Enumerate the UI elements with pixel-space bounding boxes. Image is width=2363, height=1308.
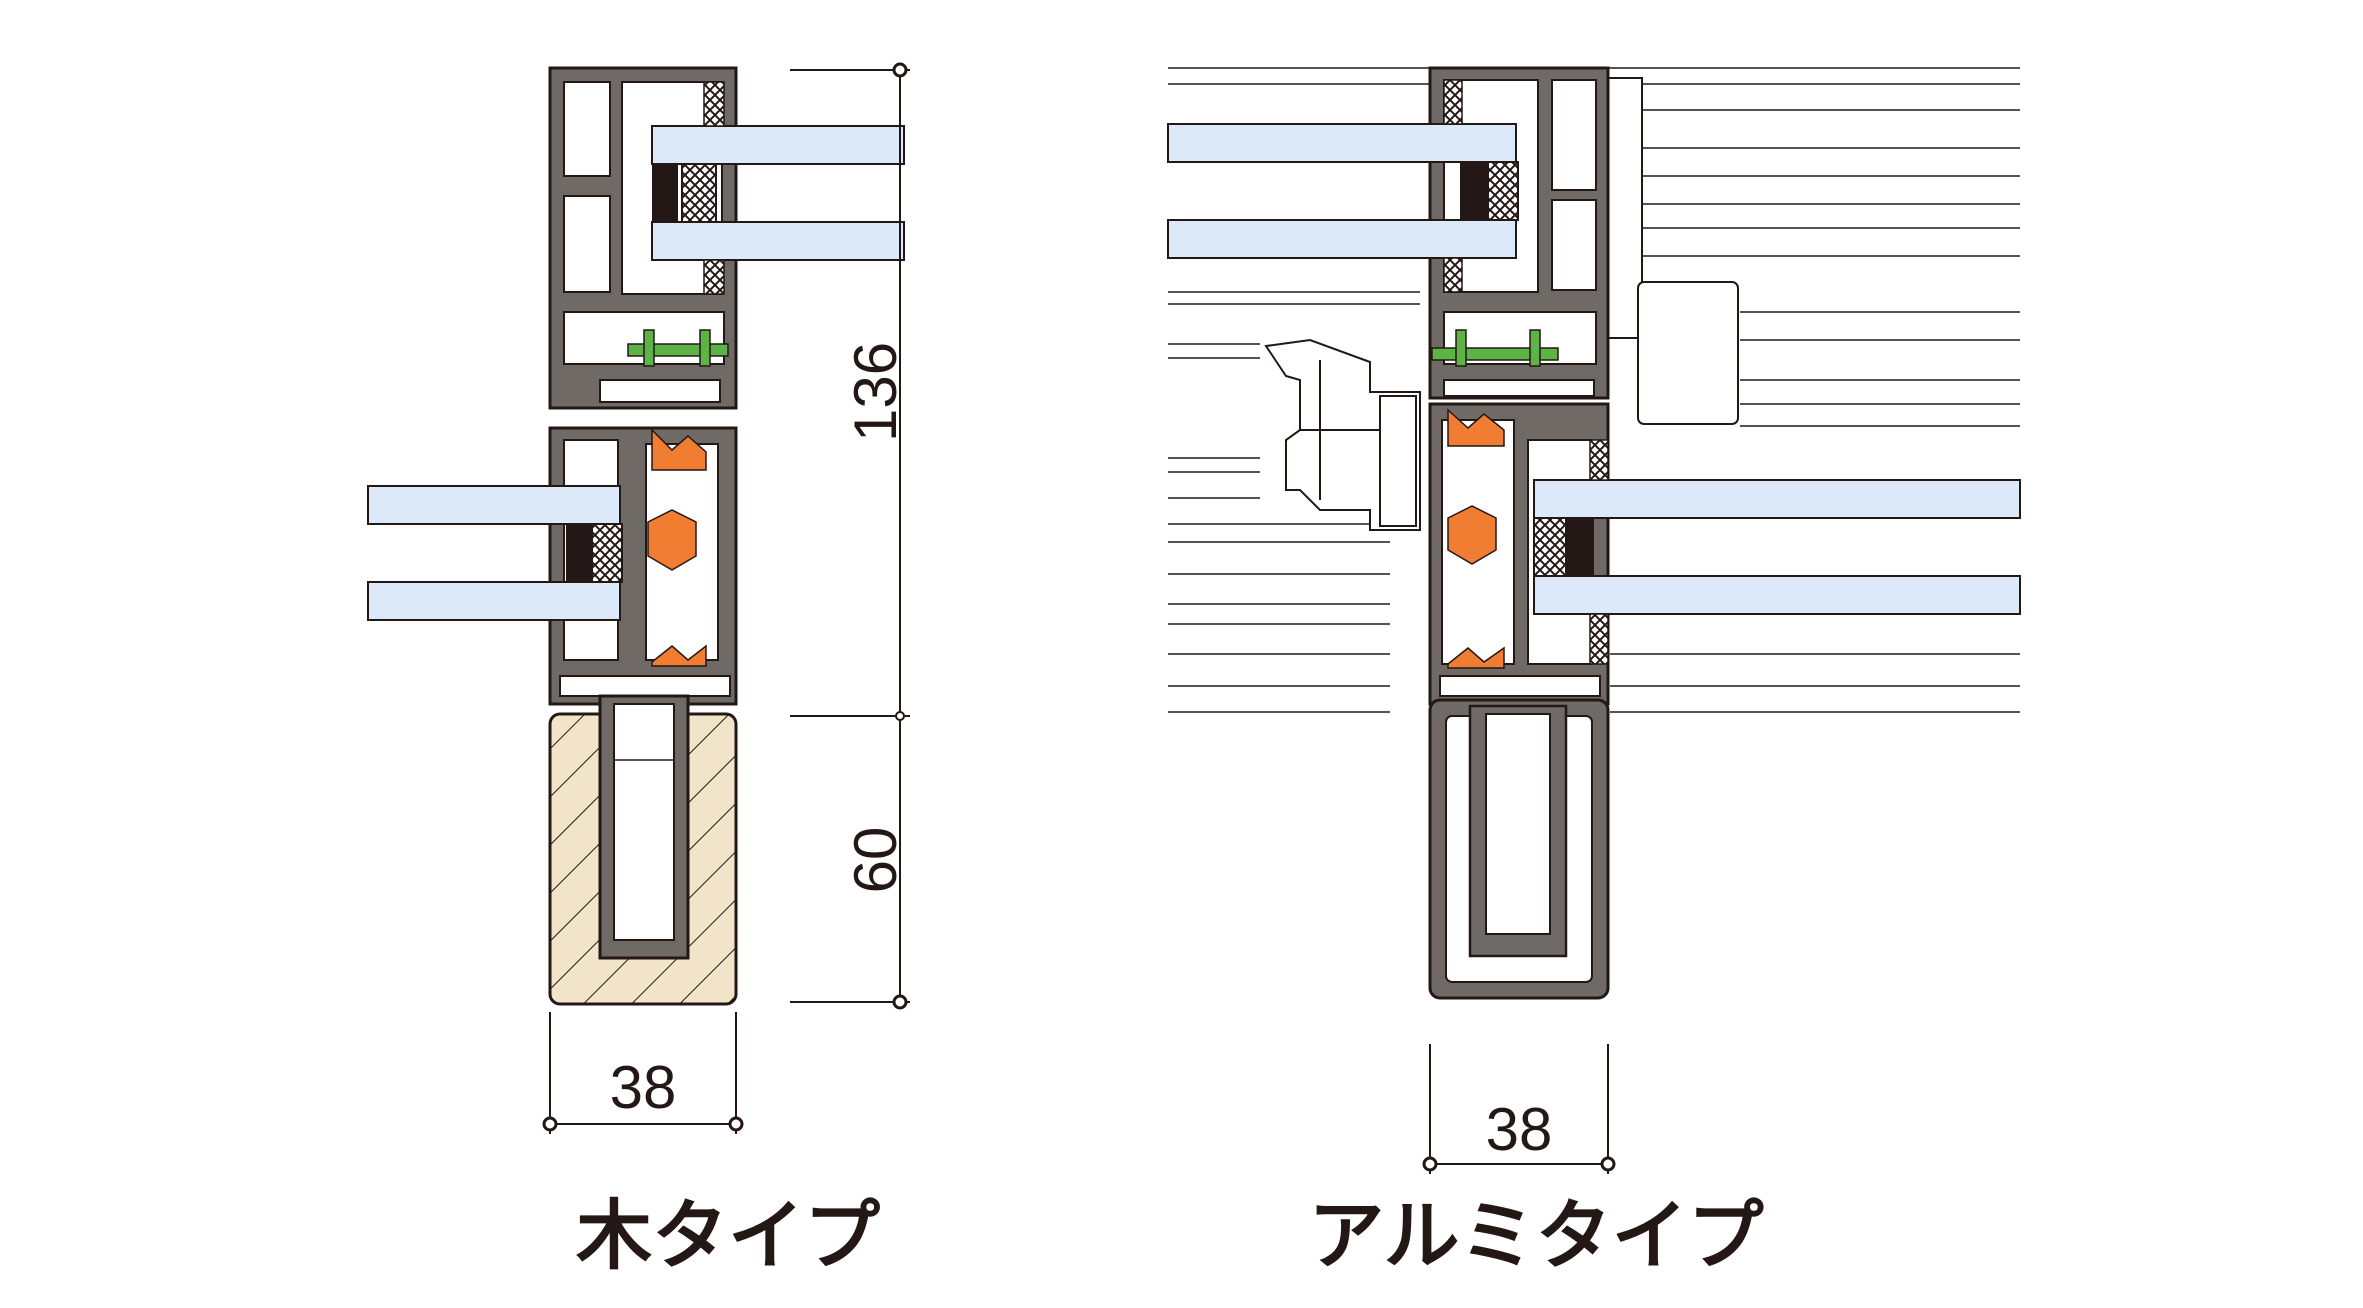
thermal-break xyxy=(1447,408,1505,669)
dimension-lines xyxy=(542,62,910,1134)
dimension-width: 38 xyxy=(610,1054,677,1121)
caption-wood-type: 木タイプ xyxy=(576,1191,880,1280)
wall-block xyxy=(1605,77,1643,339)
lower-double-glazing xyxy=(367,485,623,621)
green-seal xyxy=(627,329,729,367)
aluminum-sill xyxy=(1428,698,1610,1000)
upper-double-glazing xyxy=(651,81,905,295)
aluminum-type-section: 38 アルミタイプ xyxy=(1167,66,2021,1280)
dimension-lines xyxy=(1422,1044,1616,1174)
wood-sill xyxy=(548,694,738,1006)
thermal-break xyxy=(647,428,707,667)
lower-double-glazing xyxy=(1533,439,2021,665)
upper-double-glazing xyxy=(1167,79,1519,293)
green-seal xyxy=(1431,329,1559,367)
dimension-height-lower: 60 xyxy=(842,827,909,894)
wood-type-section: 136 60 38 木タイプ xyxy=(367,62,910,1280)
dimension-height-upper: 136 xyxy=(842,342,909,442)
caption-aluminum-type: アルミタイプ xyxy=(1308,1191,1763,1280)
handle-hardware xyxy=(1264,338,1421,531)
lower-sash-frame xyxy=(1428,402,1610,706)
dimension-width: 38 xyxy=(1486,1096,1553,1163)
wall-block xyxy=(1637,281,1739,425)
